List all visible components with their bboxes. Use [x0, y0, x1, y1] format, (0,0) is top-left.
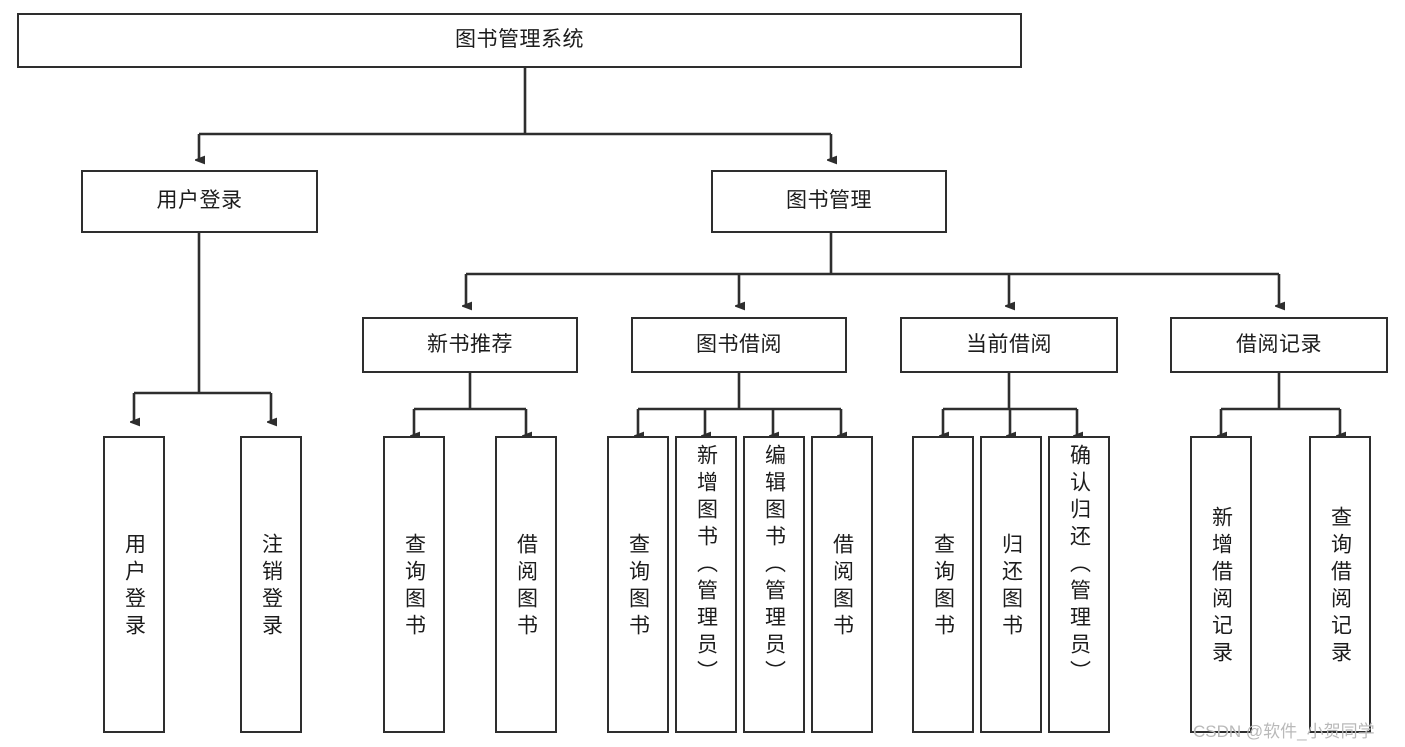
- leaf-borrow-book-1[interactable]: 借阅图书: [495, 436, 557, 733]
- node-label: 当前借阅: [966, 332, 1052, 356]
- node-label: 借阅图书: [514, 532, 538, 641]
- node-label: 图书管理系统: [455, 28, 584, 52]
- leaf-confirm-return-admin[interactable]: 确认归还（管理员）: [1048, 436, 1110, 733]
- node-book-borrow[interactable]: 图书借阅: [631, 317, 847, 373]
- node-label: 新增图书（管理员）: [694, 444, 718, 687]
- leaf-add-borrow-record[interactable]: 新增借阅记录: [1190, 436, 1252, 733]
- node-label: 借阅记录: [1236, 332, 1322, 356]
- node-label: 编辑图书（管理员）: [762, 444, 786, 687]
- node-label: 查询图书: [626, 532, 650, 641]
- leaf-query-book-2[interactable]: 查询图书: [607, 436, 669, 733]
- node-label: 新增借阅记录: [1209, 505, 1233, 668]
- leaf-add-book-admin[interactable]: 新增图书（管理员）: [675, 436, 737, 733]
- node-borrow-record[interactable]: 借阅记录: [1170, 317, 1388, 373]
- node-label: 新书推荐: [427, 332, 513, 356]
- node-label: 用户登录: [122, 532, 146, 641]
- node-root-system[interactable]: 图书管理系统: [17, 13, 1022, 68]
- node-label: 借阅图书: [830, 532, 854, 641]
- leaf-edit-book-admin[interactable]: 编辑图书（管理员）: [743, 436, 805, 733]
- node-book-management[interactable]: 图书管理: [711, 170, 947, 233]
- leaf-query-borrow-record[interactable]: 查询借阅记录: [1309, 436, 1371, 733]
- node-label: 用户登录: [156, 189, 243, 213]
- leaf-logout-login[interactable]: 注销登录: [240, 436, 302, 733]
- node-new-book-recommend[interactable]: 新书推荐: [362, 317, 578, 373]
- node-user-login[interactable]: 用户登录: [81, 170, 318, 233]
- node-label: 查询借阅记录: [1328, 505, 1352, 668]
- node-label: 查询图书: [931, 532, 955, 641]
- node-label: 注销登录: [259, 532, 283, 641]
- leaf-return-book[interactable]: 归还图书: [980, 436, 1042, 733]
- node-label: 图书管理: [786, 189, 872, 213]
- leaf-user-login[interactable]: 用户登录: [103, 436, 165, 733]
- watermark-text: CSDN @软件_小贺同学: [1193, 722, 1375, 741]
- leaf-query-book-3[interactable]: 查询图书: [912, 436, 974, 733]
- node-label: 查询图书: [402, 532, 426, 641]
- node-label: 图书借阅: [696, 332, 782, 356]
- node-label: 确认归还（管理员）: [1067, 444, 1091, 687]
- leaf-query-book-1[interactable]: 查询图书: [383, 436, 445, 733]
- node-label: 归还图书: [999, 532, 1023, 641]
- node-current-borrow[interactable]: 当前借阅: [900, 317, 1118, 373]
- leaf-borrow-book-2[interactable]: 借阅图书: [811, 436, 873, 733]
